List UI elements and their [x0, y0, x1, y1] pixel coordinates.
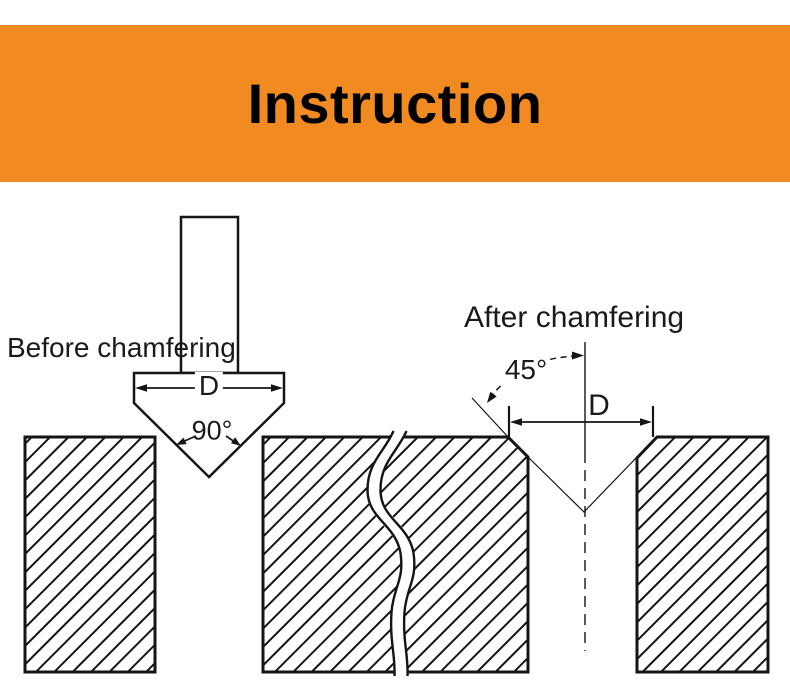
break-line-gap — [367, 428, 415, 677]
after-view-geometry — [471, 342, 655, 651]
break-line-right-edge — [379, 430, 416, 677]
diameter-dimension-after — [510, 418, 652, 426]
arrowhead-right-icon — [640, 418, 652, 426]
tool-head — [132, 371, 286, 479]
arrowhead-left-icon — [487, 391, 497, 403]
arrowhead-right-icon — [572, 351, 584, 360]
arrowhead-right-icon — [271, 384, 283, 392]
angle-90-arrows — [176, 435, 241, 446]
instruction-banner: Instruction — [0, 25, 790, 182]
workpiece-left-block — [23, 435, 157, 674]
after-chamfering-caption: After chamfering — [464, 301, 685, 334]
break-line-left-edge — [366, 430, 403, 677]
diameter-label-after: D — [588, 389, 610, 422]
arrowhead-left-icon — [510, 418, 522, 426]
workpiece-center-block — [261, 435, 530, 674]
chamfer-vee-lines — [527, 456, 637, 513]
banner-title: Instruction — [247, 72, 543, 135]
arrowhead-left-icon — [135, 384, 147, 392]
angle-label-45: 45° — [502, 354, 550, 385]
before-chamfering-caption: Before chamfering — [7, 332, 236, 363]
break-line — [366, 428, 416, 677]
arrowhead-right-icon — [231, 437, 241, 446]
arrowhead-left-icon — [176, 437, 187, 445]
angle-label-90: 90° — [191, 415, 233, 446]
angle-45-leader — [487, 351, 584, 403]
diameter-label-before: D — [194, 372, 224, 400]
dashed-arc — [489, 355, 578, 399]
workpiece-right-block — [635, 435, 770, 674]
chamfer-extension-line — [471, 397, 510, 439]
